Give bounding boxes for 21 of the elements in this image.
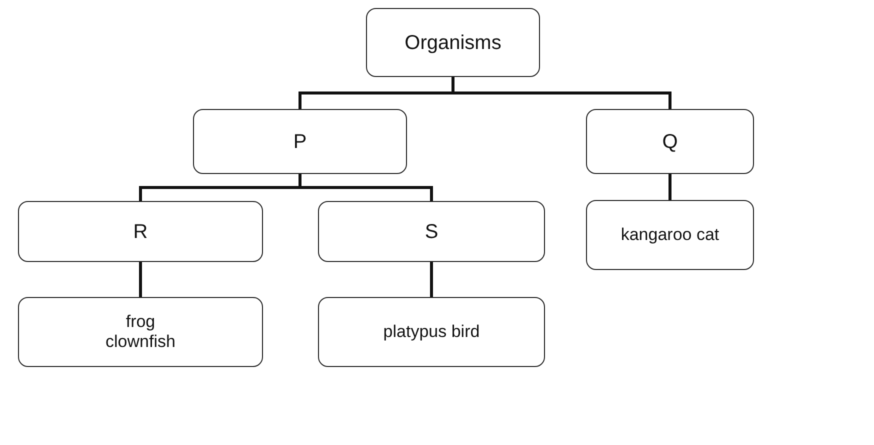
box-label: R: [133, 220, 148, 244]
connector-line: [452, 77, 672, 109]
category-box: [586, 200, 754, 270]
category-box: [366, 8, 540, 77]
category-box: [318, 297, 545, 367]
connector-line: [430, 262, 433, 297]
connector-line: [668, 174, 672, 200]
box-label: Organisms: [404, 30, 502, 54]
box-label: platypus bird: [383, 322, 480, 342]
connector-line: [298, 174, 433, 201]
box-label: frog clownfish: [104, 312, 176, 352]
box-label: kangaroo cat: [620, 224, 720, 246]
box-label: Q: [662, 130, 678, 154]
box-label: S: [424, 220, 438, 244]
category-box: [586, 109, 754, 174]
connector-line: [139, 262, 142, 297]
category-box: [318, 201, 545, 262]
category-box: [193, 109, 407, 174]
category-box: [18, 297, 263, 367]
box-label: P: [293, 130, 307, 154]
category-box: [18, 201, 263, 262]
